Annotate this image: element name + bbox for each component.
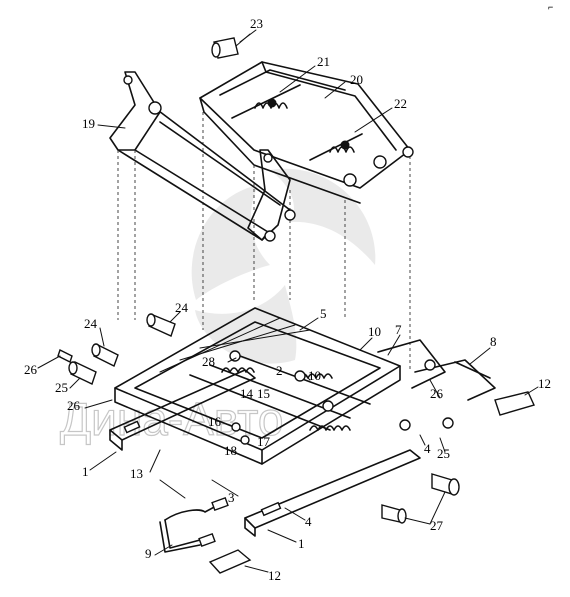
- callout-14: 14: [240, 386, 254, 401]
- callout-2: 2: [276, 363, 283, 378]
- callout-1-bottom: 1: [298, 536, 305, 551]
- mechanism-part: [159, 350, 411, 499]
- callout-15: 15: [257, 386, 270, 401]
- corner-mark: ⌐: [548, 2, 553, 12]
- spring-part: [231, 84, 363, 161]
- callout-25-left: 25: [55, 380, 68, 395]
- bolt-part: [381, 473, 460, 524]
- callout-24: 24: [175, 300, 189, 315]
- base-frame-part: [114, 307, 401, 465]
- callout-3: 3: [228, 490, 235, 505]
- callout-26-mid: 26: [67, 398, 81, 413]
- callout-28: 28: [202, 354, 215, 369]
- callout-23: 23: [250, 16, 263, 31]
- watermark-logo-icon: [191, 168, 376, 364]
- callout-10-top: 10: [368, 324, 381, 339]
- callout-22: 22: [394, 96, 407, 111]
- callout-26-right: 26: [430, 386, 444, 401]
- callouts: 23 21 20 22 19 24 24 5 10 7 8 26 25 28 2…: [24, 16, 551, 583]
- callout-25-right: 25: [437, 446, 450, 461]
- leader-lines: [37, 29, 539, 573]
- callout-12-right: 12: [538, 376, 551, 391]
- callout-26-left: 26: [24, 362, 38, 377]
- callout-8: 8: [490, 334, 497, 349]
- callout-12-bottom: 12: [268, 568, 281, 583]
- callout-18: 18: [224, 443, 237, 458]
- lever-part: [377, 339, 496, 429]
- slide-rail-part: [109, 369, 421, 537]
- callout-9: 9: [145, 546, 152, 561]
- callout-24-left: 24: [84, 316, 98, 331]
- handle-cover-part: [208, 391, 535, 574]
- callout-21: 21: [317, 54, 330, 69]
- callout-5: 5: [320, 306, 327, 321]
- upper-frame-part: [199, 61, 414, 370]
- handle-part: [159, 496, 229, 553]
- callout-19: 19: [82, 116, 95, 131]
- callout-17: 17: [257, 434, 271, 449]
- callout-4-right: 4: [424, 441, 431, 456]
- pin-part: [211, 33, 251, 59]
- callout-10-mid: 10: [308, 368, 321, 383]
- callout-16: 16: [208, 414, 222, 429]
- bushing-part: [57, 313, 176, 385]
- callout-7: 7: [395, 322, 402, 337]
- callout-20: 20: [350, 72, 363, 87]
- callout-27: 27: [430, 518, 444, 533]
- scissor-frame-part: [109, 71, 296, 320]
- callout-13: 13: [130, 466, 143, 481]
- callout-1-left: 1: [82, 464, 89, 479]
- callout-4-bottom: 4: [305, 514, 312, 529]
